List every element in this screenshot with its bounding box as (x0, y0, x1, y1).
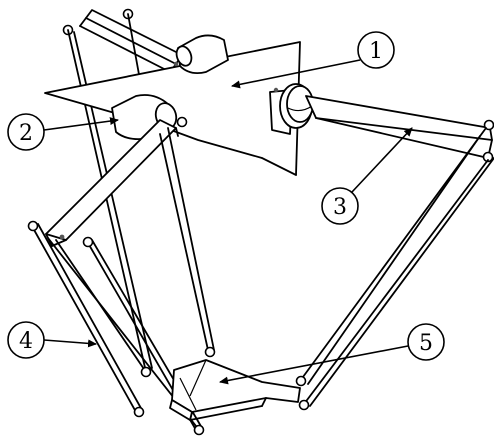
callout-3-label: 3 (333, 195, 347, 220)
back-motor (173, 34, 229, 75)
callout-1: 1 (231, 31, 395, 89)
callout-2: 2 (7, 113, 119, 151)
right-motor (269, 83, 314, 135)
callout-4-label: 4 (19, 329, 33, 354)
callout-4: 4 (7, 321, 97, 359)
callout-2-label: 2 (19, 121, 33, 146)
end-effector-platform (169, 359, 301, 421)
right-upper-arm (305, 95, 494, 163)
left-upper-arm (45, 116, 188, 247)
callout-5-label: 5 (419, 331, 433, 356)
callout-5: 5 (219, 323, 445, 385)
callout-1-label: 1 (369, 39, 383, 64)
callout-3: 3 (321, 127, 413, 225)
left-arm-rods (159, 127, 216, 358)
right-rods (295, 127, 494, 411)
